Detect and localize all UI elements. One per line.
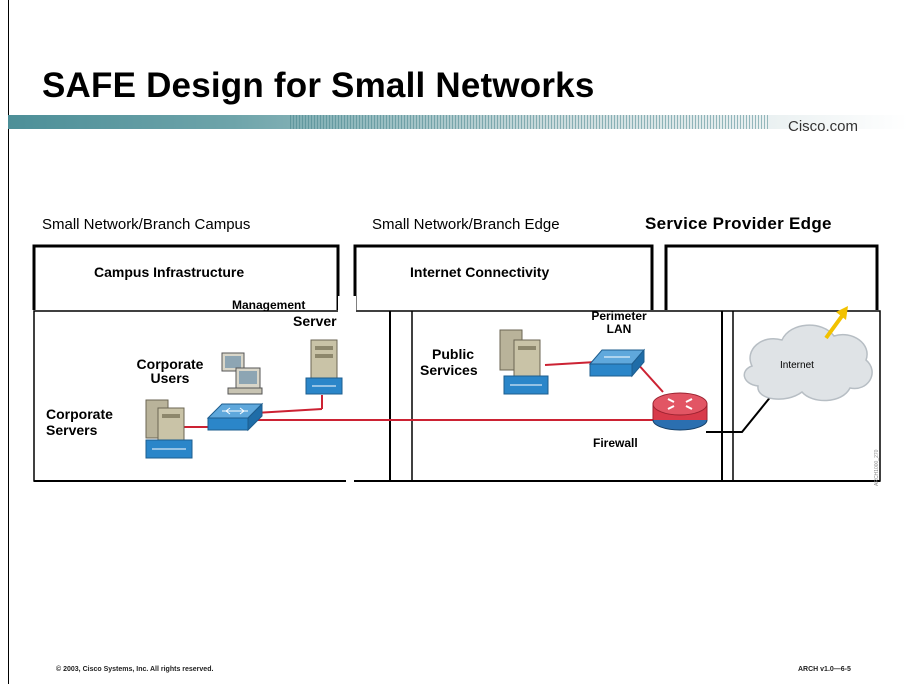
internet-label: Internet — [780, 360, 814, 371]
network-links — [182, 361, 664, 428]
server-icon — [499, 329, 549, 395]
module-label-campus-infrastructure: Campus Infrastructure — [94, 264, 245, 280]
module-label-internet-connectivity: Internet Connectivity — [410, 264, 550, 280]
perimeter-lan-label-line1: Perimeter — [591, 309, 647, 323]
corporate-servers-label-line1: Corporate — [46, 406, 113, 422]
course-code: ARCH v1.0—6-5 — [798, 666, 851, 673]
arrow-icon — [824, 306, 848, 340]
server-icon — [145, 399, 193, 459]
firewall-label: Firewall — [593, 436, 638, 450]
wan-link — [706, 394, 773, 433]
public-services-label-line2: Services — [420, 362, 478, 378]
zone-label-edge: Small Network/Branch Edge — [372, 216, 560, 233]
switch-icon — [206, 402, 264, 432]
management-server-label-line2: Server — [293, 313, 337, 329]
pc-icon — [221, 352, 263, 395]
perimeter-lan-label-line2: LAN — [606, 322, 632, 336]
title-bar — [8, 115, 908, 129]
corporate-users-label-line2: Users — [150, 370, 190, 386]
left-rule — [8, 0, 9, 684]
cloud-icon — [743, 324, 873, 402]
switch-icon — [588, 348, 646, 378]
management-server-label-line1: Management — [232, 298, 306, 312]
copyright: © 2003, Cisco Systems, Inc. All rights r… — [56, 666, 214, 673]
svg-text:ARCH1000_270: ARCH1000_270 — [874, 449, 880, 486]
corporate-users-label-line1: Corporate — [136, 356, 204, 372]
zone-label-sp-edge: Service Provider Edge — [645, 214, 832, 233]
public-services-label-line1: Public — [432, 346, 475, 362]
corporate-servers-label-line2: Servers — [46, 422, 98, 438]
cisco-brand: Cisco.com — [788, 118, 859, 135]
server-icon — [305, 339, 343, 395]
zone-label-campus: Small Network/Branch Campus — [42, 216, 251, 233]
slide-title: SAFE Design for Small Networks — [42, 66, 595, 105]
router-icon — [652, 392, 708, 431]
